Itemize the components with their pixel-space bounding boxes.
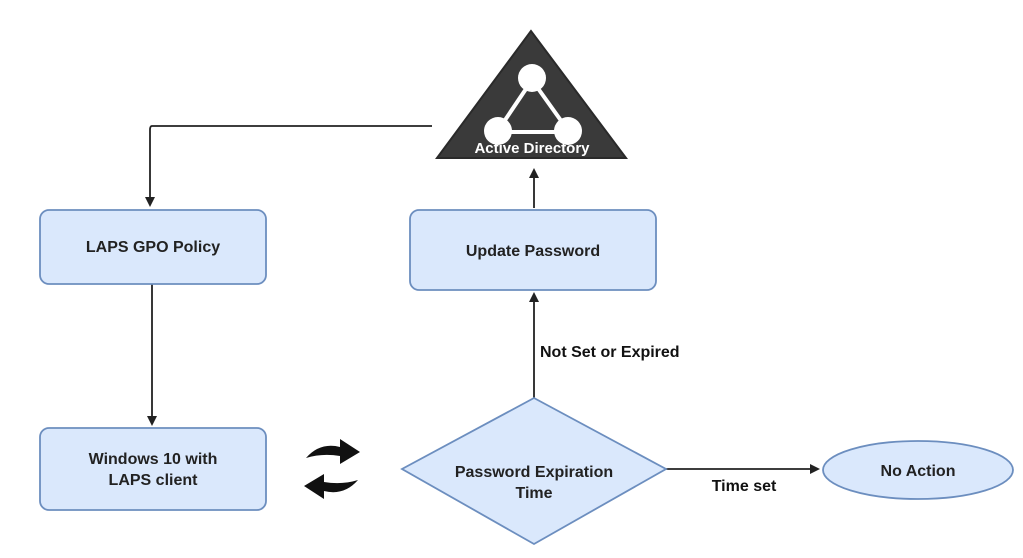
update-password-node: Update Password — [409, 209, 657, 291]
sync-arrows-icon — [304, 439, 360, 499]
windows-client-label-line1: Windows 10 with — [89, 451, 218, 468]
windows-client-label-line2: LAPS client — [109, 472, 199, 489]
active-directory-node: Active Directory — [435, 29, 628, 159]
network-nodes-icon — [484, 64, 582, 145]
update-password-label: Update Password — [466, 243, 600, 260]
password-expiration-node: Password Expiration Time — [400, 396, 668, 546]
no-action-label: No Action — [881, 463, 956, 480]
laps-gpo-policy-label: LAPS GPO Policy — [86, 239, 220, 256]
windows-client-node: Windows 10 with LAPS client — [39, 427, 267, 511]
no-action-node: No Action — [822, 440, 1014, 500]
laps-gpo-policy-node: LAPS GPO Policy — [39, 209, 267, 285]
edge-label-not-set-or-expired: Not Set or Expired — [540, 344, 680, 361]
password-expiration-label-line2: Time — [515, 485, 552, 502]
edge-label-time-set: Time set — [712, 478, 777, 495]
edge-ad-to-gpo — [145, 125, 432, 207]
active-directory-label: Active Directory — [474, 140, 590, 157]
password-expiration-label-line1: Password Expiration — [455, 464, 613, 481]
